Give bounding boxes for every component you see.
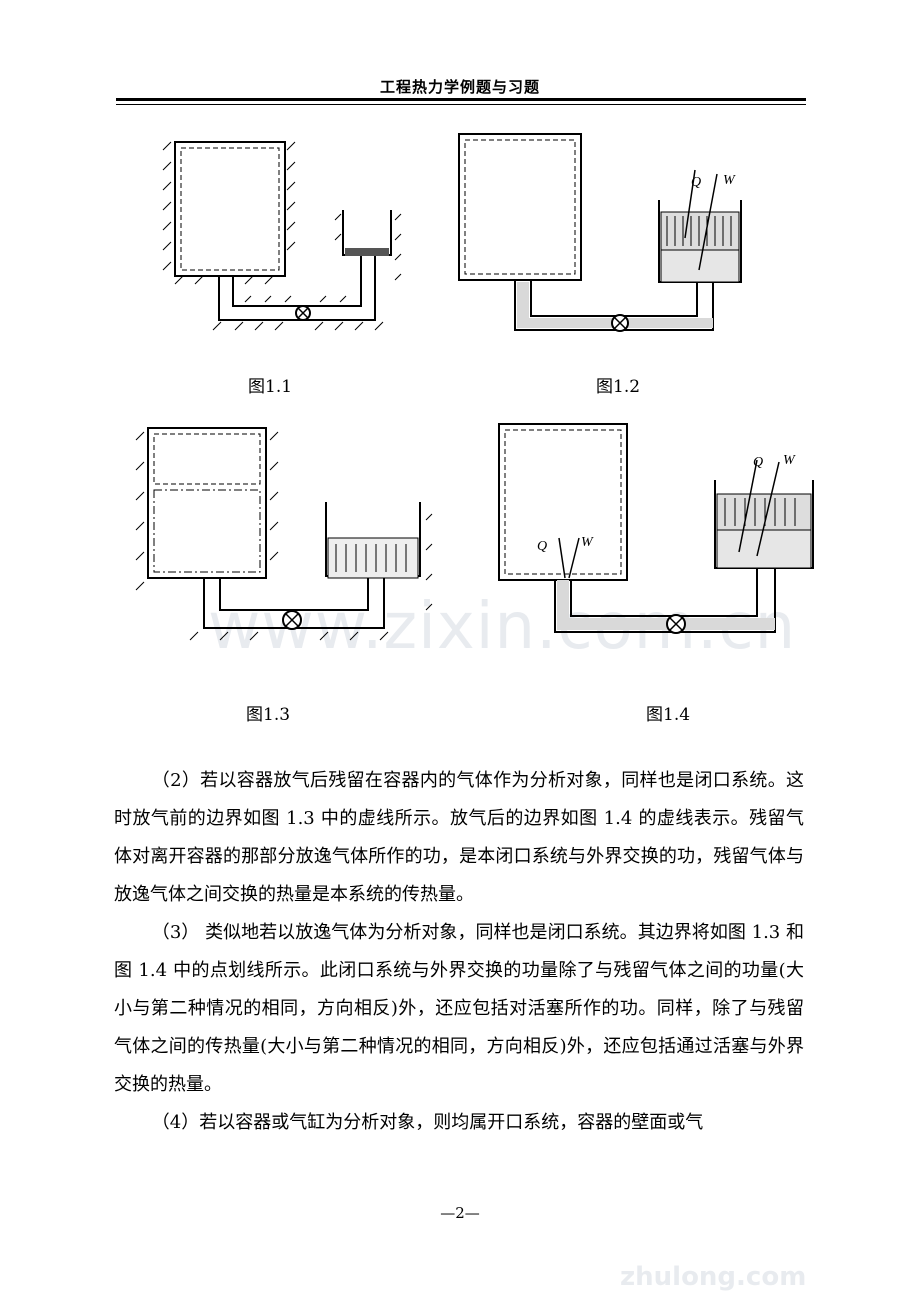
header-rule-thin bbox=[116, 104, 806, 105]
figure-1-4-vessel-work-label: W bbox=[581, 535, 594, 550]
page-number: —2— bbox=[440, 1204, 480, 1222]
watermark-corner-text: zhulong.com bbox=[620, 1262, 807, 1292]
body-text: （2）若以容器放气后残留在容器内的气体作为分析对象，同样也是闭口系统。这时放气前… bbox=[114, 762, 804, 1142]
figure-1-4-diagram: Q W Q W bbox=[498, 423, 814, 634]
figure-1-3-diagram bbox=[135, 427, 433, 641]
figure-1-4-piston-heat-label: Q bbox=[753, 455, 763, 470]
figure-1-4-caption: 图1.4 bbox=[646, 705, 691, 725]
paragraph-3: （3） 类似地若以放逸气体为分析对象，同样也是闭口系统。其边界将如图 1.3 和… bbox=[114, 922, 804, 1095]
figure-1-2-diagram: Q W bbox=[458, 133, 742, 332]
paragraph-4: （4）若以容器或气缸为分析对象，则均属开口系统，容器的壁面或气 bbox=[151, 1112, 704, 1133]
figure-1-4-vessel-heat-label: Q bbox=[537, 539, 547, 554]
running-header-title: 工程热力学例题与习题 bbox=[379, 78, 540, 96]
figure-1-2-heat-label: Q bbox=[691, 175, 701, 190]
figure-1-1-diagram bbox=[162, 141, 402, 331]
figure-1-1-caption: 图1.1 bbox=[248, 377, 293, 397]
figure-1-4-piston-work-label: W bbox=[783, 453, 796, 468]
header-rule-thick bbox=[116, 98, 806, 101]
figure-1-3-caption: 图1.3 bbox=[246, 705, 291, 725]
paragraph-2: （2）若以容器放气后残留在容器内的气体作为分析对象，同样也是闭口系统。这时放气前… bbox=[114, 770, 804, 905]
figure-1-2-work-label: W bbox=[723, 173, 736, 188]
figure-1-2-caption: 图1.2 bbox=[596, 377, 641, 397]
